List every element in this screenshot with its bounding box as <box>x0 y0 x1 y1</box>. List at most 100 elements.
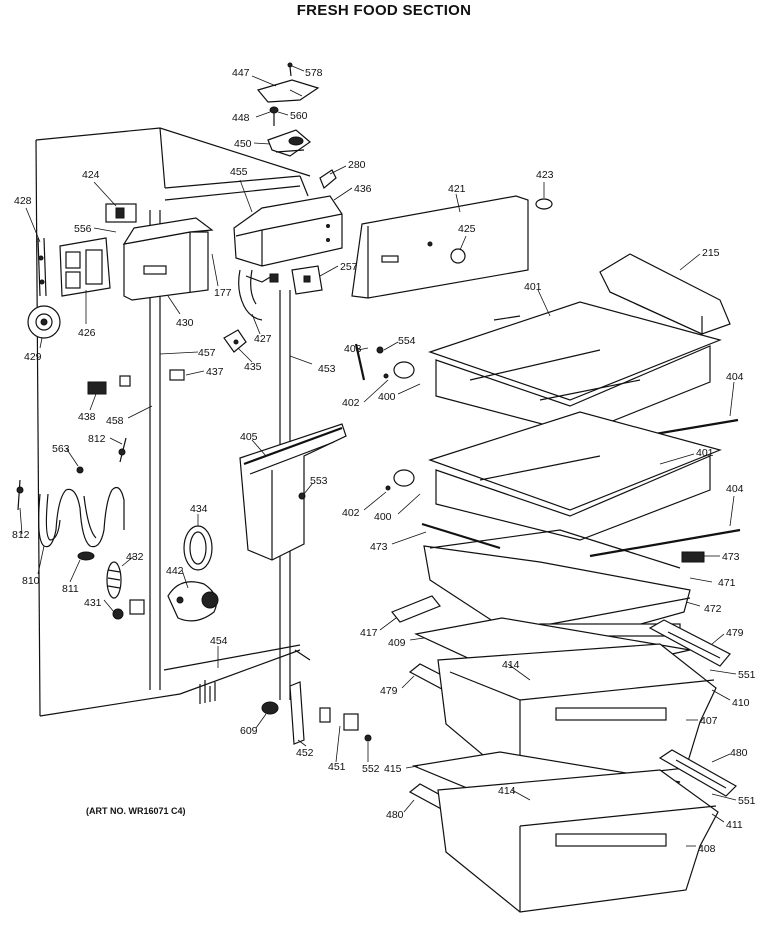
part-421-top-cover <box>351 195 529 299</box>
part-553-screw <box>298 492 306 500</box>
label-429: 429 <box>24 351 42 363</box>
label-473-left: 473 <box>370 541 388 553</box>
part-473-rail <box>421 522 705 563</box>
label-426: 426 <box>78 327 96 339</box>
part-434-gasket <box>183 525 213 571</box>
label-437: 437 <box>206 366 224 378</box>
label-421: 421 <box>448 183 466 195</box>
label-554: 554 <box>398 335 416 347</box>
part-427-wire-harness <box>238 269 279 321</box>
label-427: 427 <box>254 333 272 345</box>
label-560: 560 <box>290 110 308 122</box>
label-402-lower: 402 <box>342 507 360 519</box>
label-480-right: 480 <box>730 747 748 759</box>
label-408: 408 <box>698 843 716 855</box>
label-280: 280 <box>348 159 366 171</box>
label-811: 811 <box>62 583 79 595</box>
label-455: 455 <box>230 166 248 178</box>
label-810: 810 <box>22 575 40 587</box>
label-414-lower: 414 <box>498 785 516 797</box>
label-442: 442 <box>166 565 184 577</box>
part-447-light-shield <box>256 79 320 103</box>
part-401-upper-shelf <box>428 301 739 448</box>
label-551-upper: 551 <box>738 669 756 681</box>
label-432: 432 <box>126 551 144 563</box>
label-431: 431 <box>84 597 102 609</box>
label-578: 578 <box>305 67 323 79</box>
part-437-clip <box>169 369 185 381</box>
label-450: 450 <box>234 138 252 150</box>
part-430-control-box <box>122 217 214 301</box>
leader-lines <box>19 65 737 847</box>
part-452-bracket <box>289 681 305 745</box>
label-257: 257 <box>340 261 358 273</box>
label-400-lower: 400 <box>374 511 392 523</box>
part-405-air-duct <box>239 423 347 561</box>
label-472: 472 <box>704 603 722 615</box>
label-414-upper: 414 <box>502 659 520 671</box>
label-458: 458 <box>106 415 124 427</box>
label-401-upper: 401 <box>524 281 542 293</box>
part-403-bracket <box>354 343 366 381</box>
part-436-control-housing <box>233 195 343 267</box>
part-479-slide-right <box>648 619 731 667</box>
label-404-upper: 404 <box>726 371 744 383</box>
part-429-gear <box>27 305 61 339</box>
part-811-clip <box>77 551 95 561</box>
diagram-title: FRESH FOOD SECTION <box>296 2 472 19</box>
part-408-lower-drawer <box>437 769 719 913</box>
part-labels: 447 578 448 560 450 280 455 436 424 428 … <box>12 67 756 855</box>
label-410: 410 <box>732 697 750 709</box>
part-280-bracket <box>319 169 337 189</box>
part-401-lower-shelf <box>428 411 741 558</box>
part-480-slide-right <box>658 749 737 797</box>
part-578-screw <box>287 62 293 77</box>
label-451: 451 <box>328 761 346 773</box>
label-473-right: 473 <box>722 551 740 563</box>
label-409: 409 <box>388 637 406 649</box>
label-404-lower: 404 <box>726 483 744 495</box>
label-457: 457 <box>198 347 216 359</box>
label-425: 425 <box>458 223 476 235</box>
label-552: 552 <box>362 763 380 775</box>
label-405: 405 <box>240 431 258 443</box>
label-415: 415 <box>384 763 402 775</box>
part-563-screw <box>76 466 84 474</box>
label-400-upper: 400 <box>378 391 396 403</box>
label-471: 471 <box>718 577 736 589</box>
label-436: 436 <box>354 183 372 195</box>
label-438: 438 <box>78 411 96 423</box>
label-424: 424 <box>82 169 100 181</box>
part-425-knob <box>450 248 466 264</box>
label-556: 556 <box>74 223 92 235</box>
part-554-screw <box>376 346 384 354</box>
label-411: 411 <box>726 819 743 831</box>
part-448-screw <box>269 106 279 126</box>
part-423-plug <box>535 198 553 210</box>
label-417: 417 <box>360 627 378 639</box>
part-450-bulb-socket <box>267 129 311 157</box>
label-452: 452 <box>296 747 314 759</box>
part-442-fan <box>167 581 219 622</box>
part-407-crisper-drawer <box>437 643 717 787</box>
label-403: 403 <box>344 343 362 355</box>
label-563: 563 <box>52 443 70 455</box>
label-401-lower: 401 <box>696 447 714 459</box>
label-430: 430 <box>176 317 194 329</box>
label-551-lower: 551 <box>738 795 756 807</box>
part-426-lamp-bracket <box>59 237 111 297</box>
part-438-clip <box>87 375 131 395</box>
label-453: 453 <box>318 363 336 375</box>
label-553: 553 <box>310 475 328 487</box>
part-424-thermostat-knob <box>105 203 137 223</box>
part-431-bushing <box>112 599 145 620</box>
label-448: 448 <box>232 112 250 124</box>
part-451-hinge <box>319 707 359 731</box>
part-402-support-upper <box>383 361 415 379</box>
part-402-support-lower <box>385 469 415 491</box>
label-447: 447 <box>232 67 250 79</box>
part-417-bracket <box>391 595 441 623</box>
label-428: 428 <box>14 195 32 207</box>
